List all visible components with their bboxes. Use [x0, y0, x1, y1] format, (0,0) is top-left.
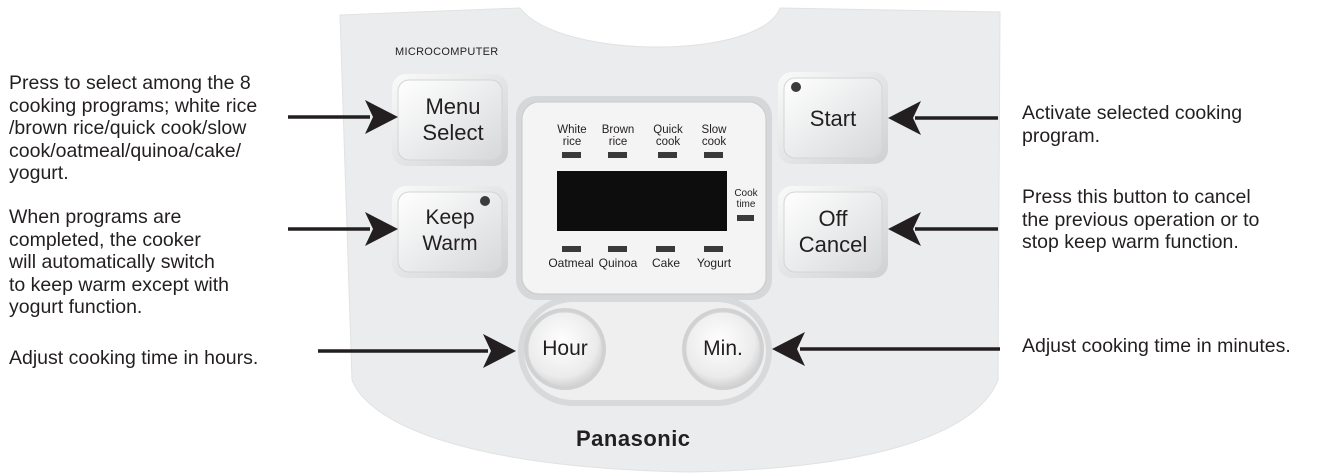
- keep-warm-label: Keep Warm: [422, 206, 478, 255]
- keep-warm-indicator-dot: [480, 196, 490, 206]
- indicator-yogurt: Yogurt: [696, 256, 732, 270]
- indicator-slow-cook: Slow cook: [701, 124, 727, 148]
- annotation-min: Adjust cooking time in minutes.: [1022, 335, 1291, 357]
- indicator-cake: Cake: [651, 256, 680, 270]
- lamp-cake: [656, 246, 675, 252]
- menu-select-label: Menu Select: [422, 94, 484, 145]
- indicator-brown-rice: Brown rice: [601, 124, 635, 148]
- indicator-cook-time: Cook time: [734, 188, 758, 210]
- lamp-slow-cook: [704, 152, 723, 158]
- arrows: [288, 100, 1000, 368]
- annotation-keep-warm: When programs are completed, the cooker …: [9, 206, 230, 318]
- lcd-display: [557, 171, 727, 231]
- lamp-yogurt: [704, 246, 723, 252]
- annotation-menu-select: Press to select among the 8 cooking prog…: [9, 72, 258, 184]
- start-indicator-dot: [791, 82, 801, 92]
- hour-label: Hour: [542, 337, 588, 360]
- indicator-quinoa: Quinoa: [598, 256, 638, 270]
- indicator-quick-cook: Quick cook: [653, 124, 683, 148]
- annotation-off-cancel: Press this button to cancel the previous…: [1022, 186, 1260, 253]
- off-cancel-label: Off Cancel: [798, 206, 868, 257]
- brand-logo: Panasonic: [576, 426, 691, 451]
- indicator-oatmeal: Oatmeal: [548, 256, 594, 270]
- lamp-cook-time: [737, 215, 754, 221]
- lamp-white-rice: [562, 152, 581, 158]
- microcomputer-label: MICROCOMPUTER: [395, 46, 499, 58]
- lamp-quick-cook: [658, 152, 677, 158]
- lamp-quinoa: [608, 246, 627, 252]
- annotation-hour: Adjust cooking time in hours.: [9, 347, 259, 369]
- annotation-start: Activate selected cooking program.: [1022, 102, 1243, 147]
- start-label: Start: [809, 106, 857, 131]
- min-label: Min.: [703, 337, 743, 360]
- lamp-oatmeal: [562, 246, 581, 252]
- lamp-brown-rice: [608, 152, 627, 158]
- indicator-white-rice: White rice: [557, 124, 587, 148]
